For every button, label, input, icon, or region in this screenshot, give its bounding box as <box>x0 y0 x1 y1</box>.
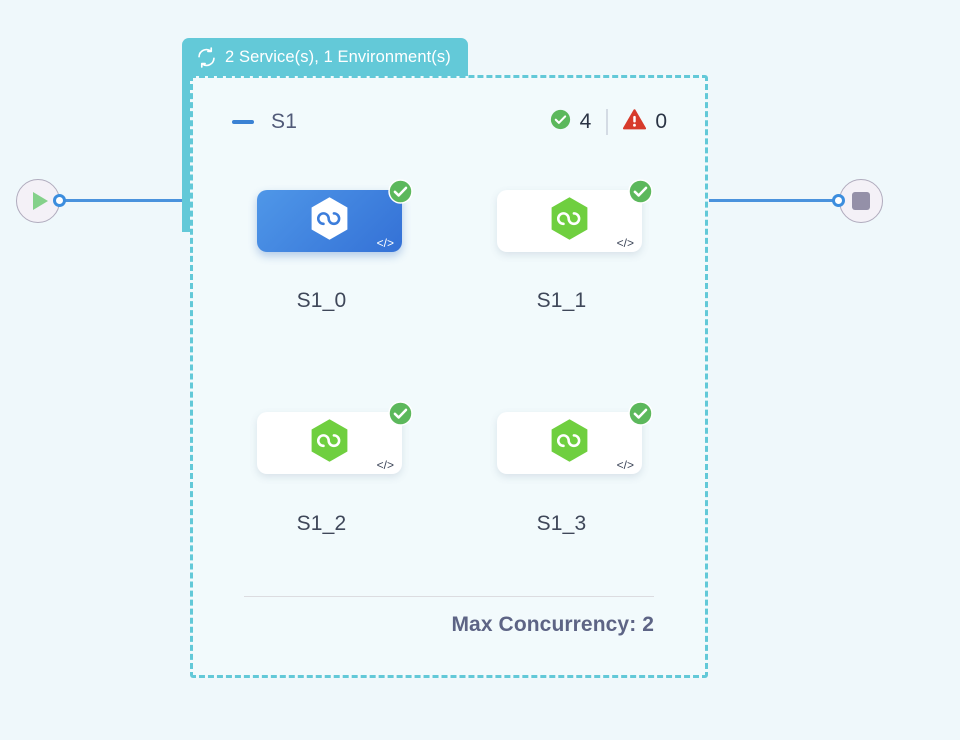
group-header-row: S1 4 <box>232 105 667 139</box>
node-status-check-circle-icon <box>628 401 653 426</box>
group-status-badges: 4 0 <box>550 109 667 135</box>
service-node-card[interactable]: </> <box>257 412 402 474</box>
group-header-tab[interactable]: 2 Service(s), 1 Environment(s) <box>182 38 468 76</box>
service-node-label-s1-2: S1_2 <box>296 512 347 535</box>
group-footer-divider <box>244 596 654 597</box>
start-node[interactable] <box>16 179 60 223</box>
warning-triangle-icon <box>623 109 647 135</box>
code-icon[interactable]: </> <box>616 236 634 250</box>
hexagon-infinity-icon <box>309 418 350 468</box>
node-status-check-circle-icon <box>628 179 653 204</box>
service-node-label-s1-3: S1_3 <box>536 512 587 535</box>
success-badge: 4 <box>550 109 592 135</box>
error-badge: 0 <box>623 109 667 135</box>
group-spine <box>182 72 191 232</box>
play-icon <box>33 192 48 210</box>
connector-line-start <box>63 199 191 202</box>
max-concurrency-label: Max Concurrency: 2 <box>451 613 654 636</box>
node-status-check-circle-icon <box>388 401 413 426</box>
success-count: 4 <box>579 110 592 133</box>
service-node-s1-0[interactable]: </> <box>257 179 413 252</box>
group-title-area: S1 <box>232 110 297 134</box>
badge-divider <box>606 109 609 135</box>
service-node-s1-2[interactable]: </> <box>257 401 413 474</box>
service-node-label-s1-0: S1_0 <box>296 289 347 312</box>
end-node[interactable] <box>839 179 883 223</box>
group-name-label: S1 <box>271 110 298 133</box>
error-count: 0 <box>655 110 667 133</box>
group-body <box>190 75 708 678</box>
node-status-check-circle-icon <box>388 179 413 204</box>
minus-icon[interactable] <box>232 120 254 124</box>
loop-refresh-icon <box>196 46 217 68</box>
start-connector-handle[interactable] <box>53 194 66 207</box>
code-icon[interactable]: </> <box>376 236 394 250</box>
group-tab-label: 2 Service(s), 1 Environment(s) <box>225 47 451 66</box>
stop-icon <box>852 192 870 210</box>
hexagon-infinity-icon <box>309 196 350 246</box>
connector-line-end <box>709 199 835 202</box>
code-icon[interactable]: </> <box>376 458 394 472</box>
service-node-s1-1[interactable]: </> <box>497 179 653 252</box>
hexagon-infinity-icon <box>549 418 590 468</box>
service-node-card[interactable]: </> <box>497 190 642 252</box>
service-node-label-s1-1: S1_1 <box>536 289 587 312</box>
end-connector-handle[interactable] <box>832 194 845 207</box>
code-icon[interactable]: </> <box>616 458 634 472</box>
check-circle-icon <box>550 109 571 135</box>
service-node-card[interactable]: </> <box>257 190 402 252</box>
hexagon-infinity-icon <box>549 196 590 246</box>
service-node-s1-3[interactable]: </> <box>497 401 653 474</box>
service-node-card[interactable]: </> <box>497 412 642 474</box>
